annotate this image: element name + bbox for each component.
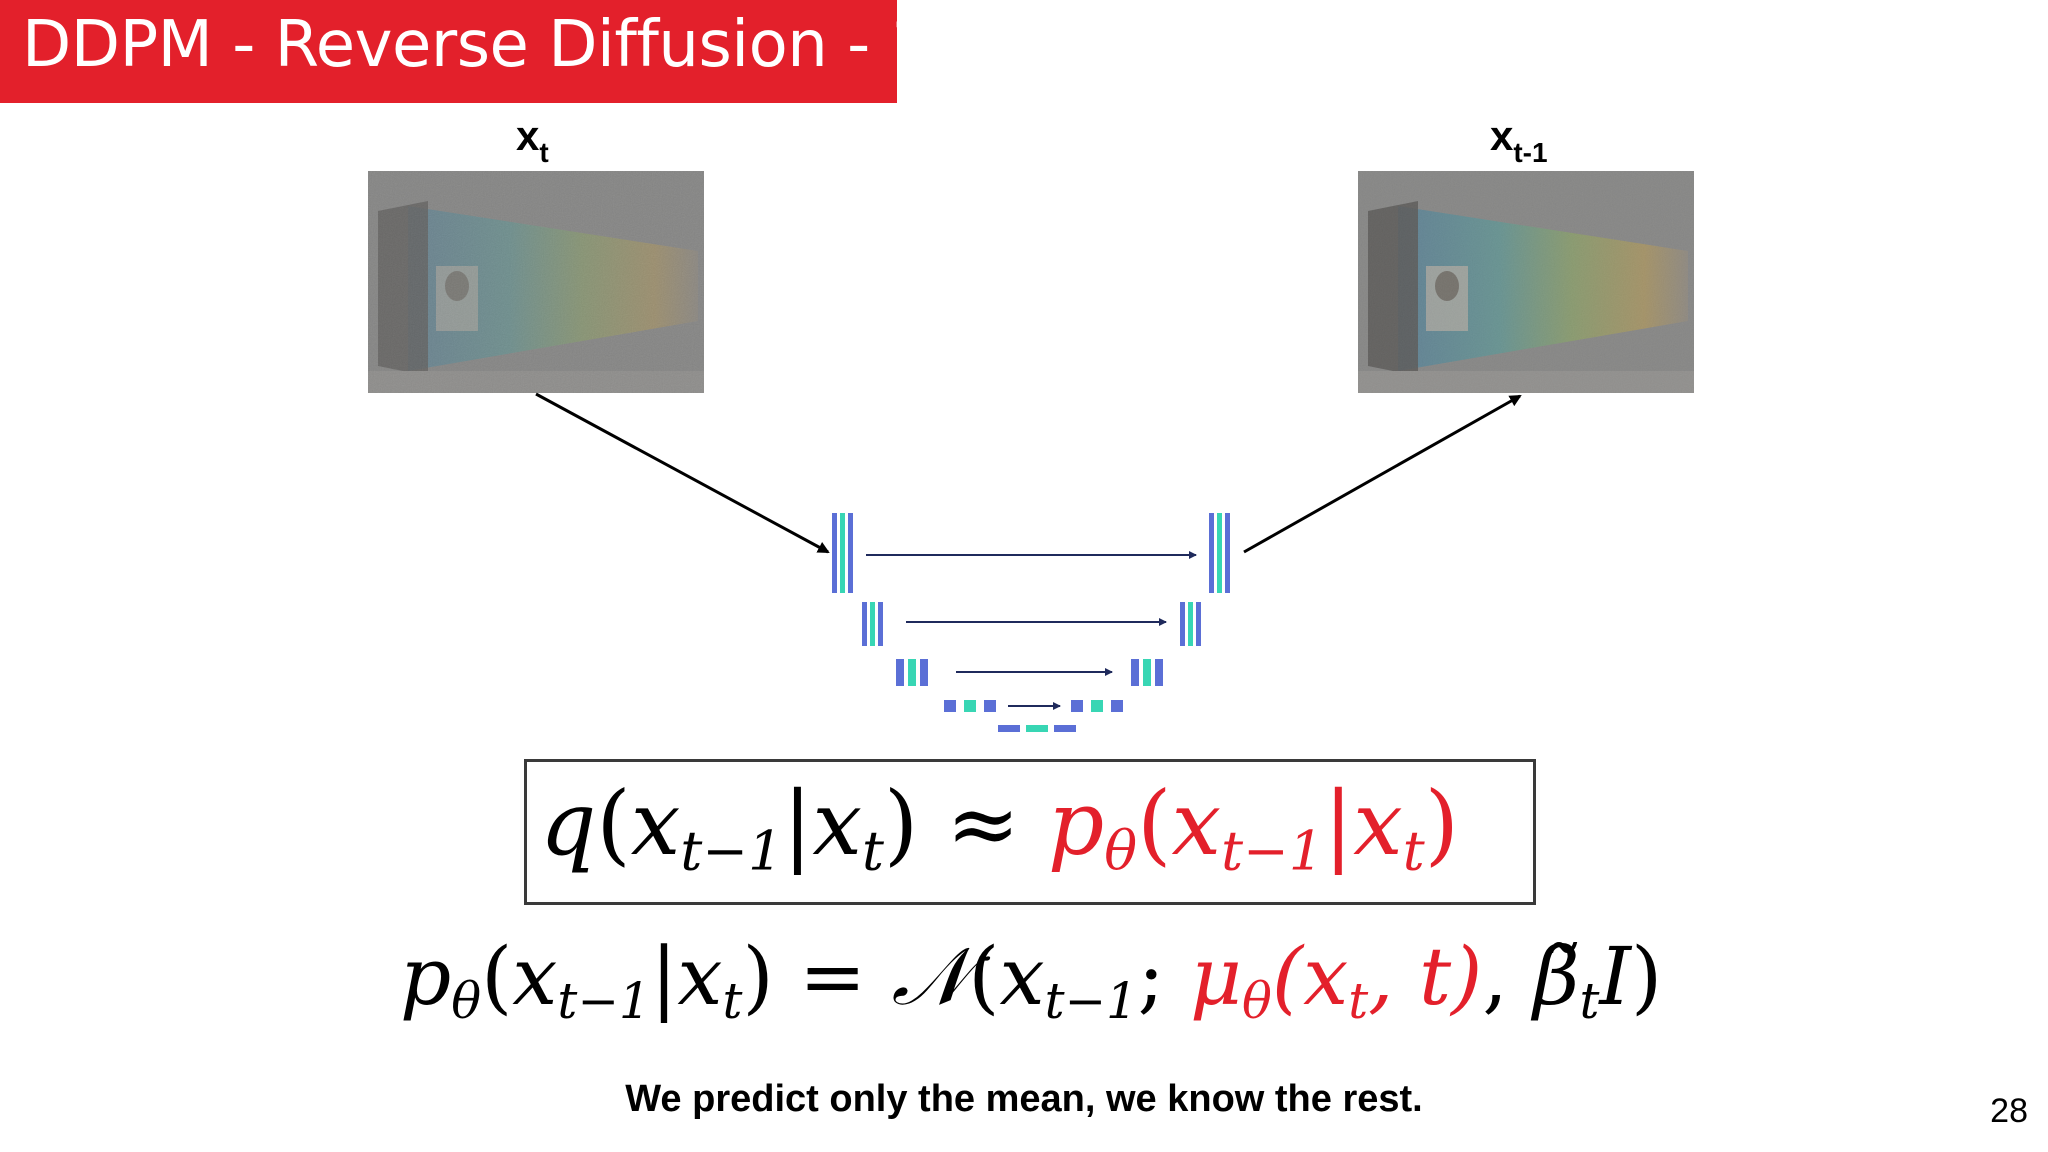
given-bar: | [782, 772, 813, 875]
unet-level-2 [862, 602, 1201, 646]
unet-level-5 [998, 725, 1076, 732]
given-bar: | [1323, 772, 1354, 875]
p-symbol: p [1047, 772, 1105, 875]
mu-symbol: μ [1190, 930, 1243, 1023]
approx-formula: q(xt−1|xt) ≈ pθ(xt−1|xt) [540, 772, 1459, 882]
paren: ( [968, 930, 1000, 1023]
p-symbol: p [400, 930, 452, 1023]
approx-formula-box [524, 759, 1536, 905]
x-var: x [999, 930, 1045, 1023]
unet-level-3 [896, 659, 1163, 686]
subscript: t−1 [557, 971, 651, 1030]
subscript: t [1348, 971, 1369, 1030]
x-var: x [630, 772, 681, 875]
x-var: x [677, 930, 723, 1023]
title-bar: DDPM - Reverse Diffusion - 1 [0, 0, 930, 103]
x-var: x [512, 930, 558, 1023]
identity-symbol: I [1599, 930, 1632, 1023]
subscript: t [861, 818, 884, 883]
x-var: x [1353, 772, 1403, 875]
comma: , [1482, 930, 1534, 1023]
paren: ( [1137, 772, 1172, 875]
semicolon: ; [1137, 930, 1191, 1023]
theta-subscript: θ [1104, 818, 1138, 883]
beta-tilde-symbol: β̃ [1533, 930, 1580, 1023]
paren: ) [1631, 930, 1663, 1023]
subscript: t−1 [1221, 818, 1324, 883]
page-number: 28 [1990, 1092, 2028, 1130]
definition-formula: pθ(xt−1|xt) = 𝒩(xt−1; μθ(xt, t), β̃tI) [400, 930, 1662, 1030]
paren: ) [742, 930, 774, 1023]
q-symbol: q [540, 772, 597, 875]
mu-args-end: , t) [1368, 930, 1483, 1023]
left-label-base: x [516, 112, 540, 159]
normal-distribution-symbol: 𝒩 [891, 930, 969, 1023]
subscript: t [1579, 971, 1600, 1030]
right-label-base: x [1490, 112, 1514, 159]
slide-caption: We predict only the mean, we know the re… [625, 1078, 1423, 1120]
equals-sign: = [773, 930, 892, 1023]
subscript: t−1 [1044, 971, 1138, 1030]
slide-title: DDPM - Reverse Diffusion - 1 [22, 8, 930, 82]
paren: ( [481, 930, 513, 1023]
given-bar: | [650, 930, 678, 1023]
subscript: t [722, 971, 743, 1030]
arrow-into-unet [535, 392, 830, 554]
left-label-sub: t [539, 137, 549, 168]
right-image-label: xt-1 [1490, 112, 1548, 169]
unet-level-4 [944, 700, 1123, 712]
subscript: t [1402, 818, 1425, 883]
theta-subscript: θ [1242, 971, 1272, 1030]
unet-level-1 [832, 513, 1230, 593]
paren: ) [883, 772, 919, 875]
theta-subscript: θ [451, 971, 482, 1030]
x-var: x [812, 772, 862, 875]
mu-args: (x [1271, 930, 1349, 1023]
subscript: t−1 [680, 818, 783, 883]
noisy-image-xt-minus-1 [1358, 171, 1694, 393]
paren: ) [1424, 772, 1459, 875]
right-label-sub: t-1 [1513, 137, 1548, 168]
left-image-label: xt [516, 112, 549, 169]
arrow-out-of-unet [1243, 394, 1522, 554]
x-var: x [1171, 772, 1222, 875]
paren: ( [596, 772, 631, 875]
noisy-image-xt [368, 171, 704, 393]
approx-sign: ≈ [918, 772, 1048, 875]
